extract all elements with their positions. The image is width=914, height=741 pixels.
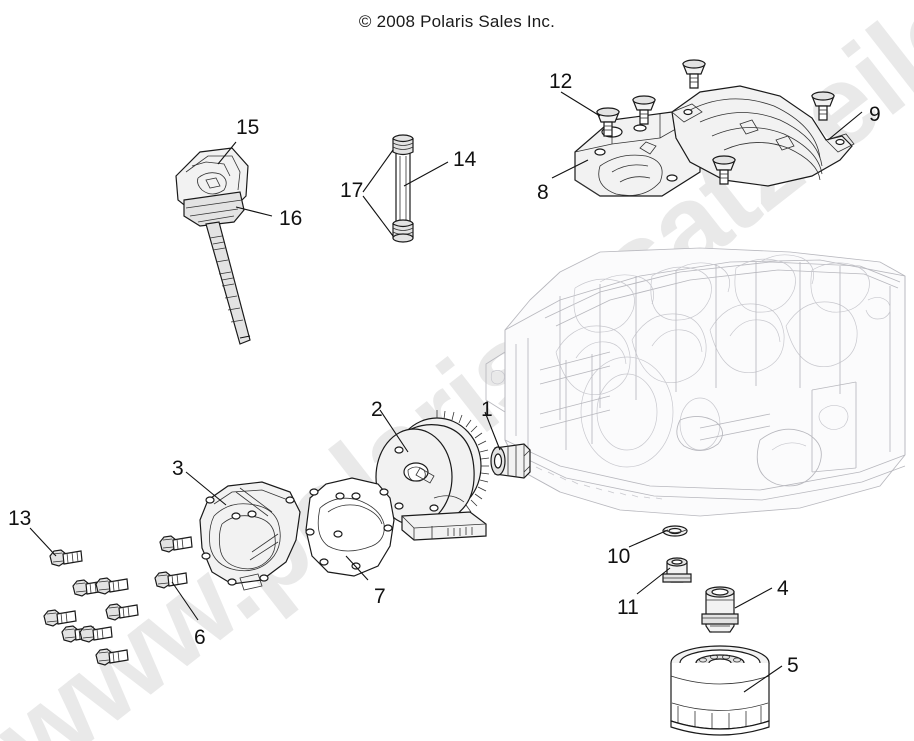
callout-2: 2 [371,398,383,421]
dipstick-assembly [175,147,251,345]
callout-4: 4 [777,577,789,600]
callout-7: 7 [374,585,386,608]
flange-bolt [79,625,113,643]
engine-block-illustration [485,247,906,517]
flange-bolt [95,577,129,595]
oil-pump-assembly [375,410,490,541]
callout-13: 13 [8,507,32,530]
callout-3: 3 [172,457,184,480]
baffle-bolt-group [596,59,835,185]
callout-1: 1 [481,398,493,421]
callout-6: 6 [194,626,206,649]
callout-14: 14 [453,148,477,171]
flange-bolt [159,535,193,553]
oil-filter-adapter-nipple [701,586,739,633]
flange-bolt [49,549,83,567]
callout-16: 16 [279,207,303,230]
oil-pump-cover [199,481,301,591]
oil-filter [670,645,770,736]
callout-15: 15 [236,116,260,139]
callout-5: 5 [787,654,799,677]
callout-11: 11 [617,596,639,619]
flange-bolt [105,603,139,621]
copyright-notice: © 2008 Polaris Sales Inc. [358,12,556,31]
callout-12: 12 [549,70,573,93]
filter-fitting-group [662,525,692,583]
oil-pump-cover-gasket [305,477,395,577]
callout-10: 10 [607,545,631,568]
leader-lines [29,91,863,693]
oil-pressure-relief-valve [490,443,531,479]
callout-8: 8 [537,181,549,204]
flange-bolt [95,648,129,666]
dipstick-tube-assembly [392,134,414,243]
flange-bolt-group [43,535,193,666]
flange-bolt [43,609,77,627]
callout-9: 9 [869,103,881,126]
callout-17: 17 [340,179,364,202]
